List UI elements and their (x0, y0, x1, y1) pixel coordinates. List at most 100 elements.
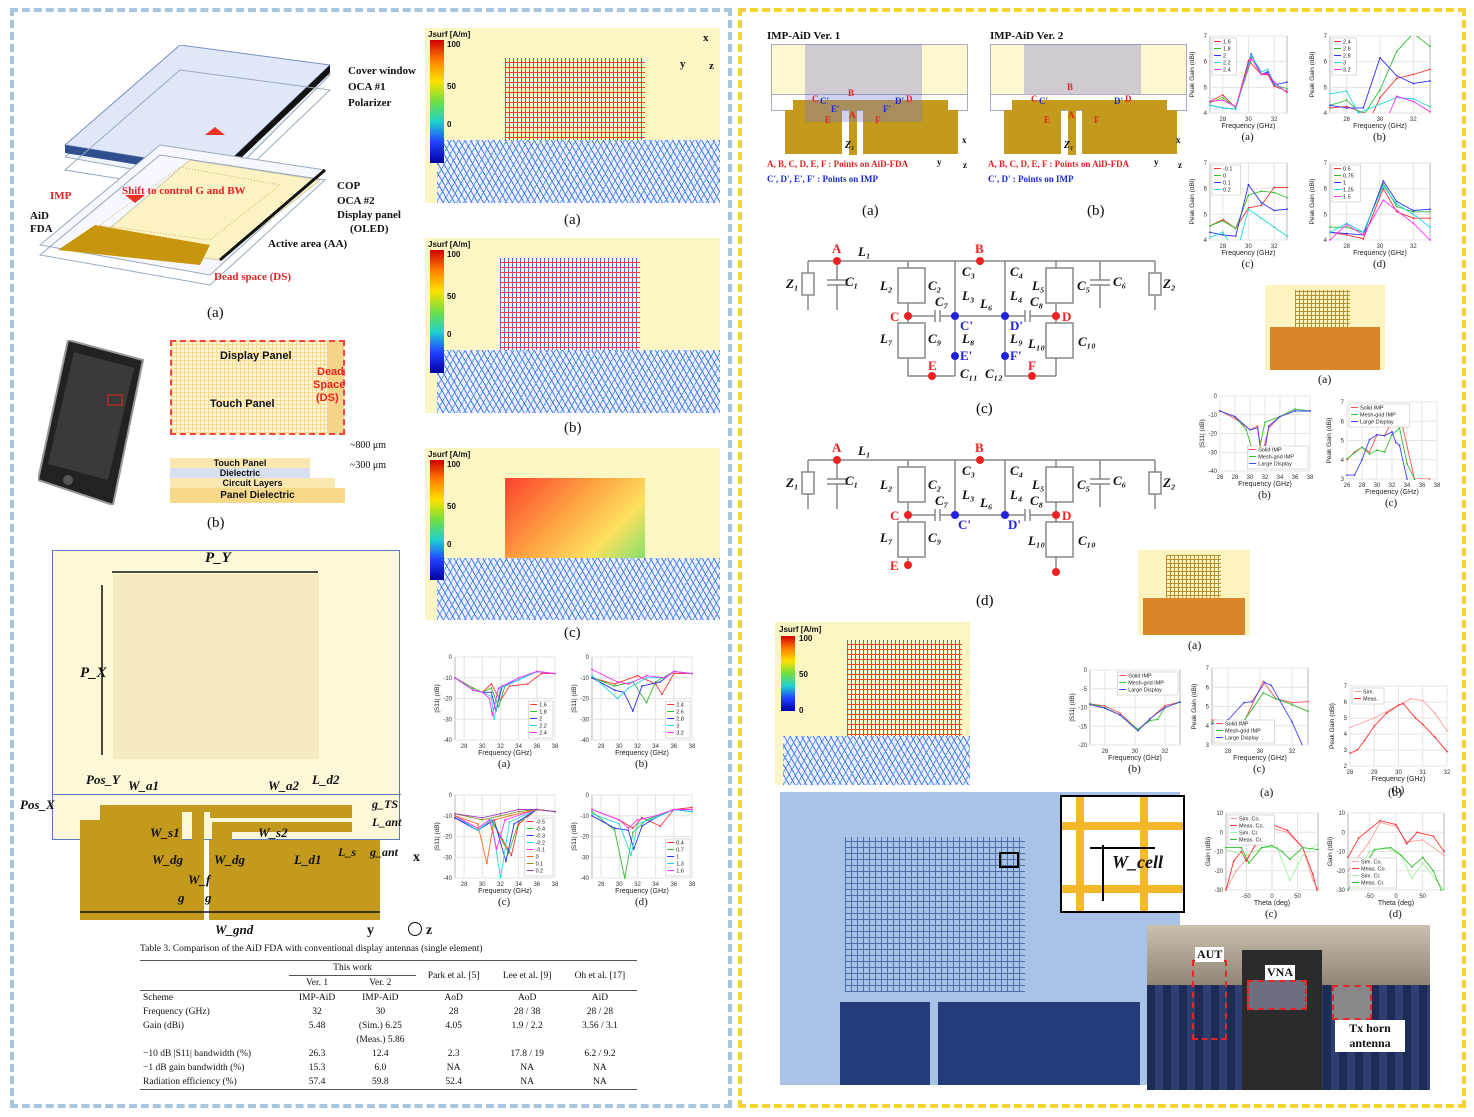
point-d-prime: D' (895, 96, 904, 106)
data-point (1219, 410, 1221, 412)
data-point (591, 812, 593, 815)
data-point (1266, 68, 1269, 71)
table-cell: Gain (dBi) (143, 1021, 184, 1031)
data-point (1262, 692, 1265, 694)
data-point (1376, 449, 1378, 452)
data-point (1294, 410, 1296, 412)
x-tick-label: 30 (479, 882, 486, 888)
point-e: E (1044, 115, 1051, 125)
y-axis-label: |S11| (dB) (434, 822, 441, 851)
x-tick-label: 30 (1395, 770, 1402, 776)
caption: (b) (564, 420, 582, 436)
data-point (672, 672, 675, 675)
table-cell: AiD (591, 993, 609, 1003)
node-f-prime: F' (1010, 348, 1022, 363)
data-point (661, 693, 663, 696)
data-point (1164, 706, 1166, 709)
legend-entry: 0 (1223, 174, 1226, 180)
caption: (a) (207, 305, 224, 321)
y-tick-label: 5 (1204, 85, 1208, 91)
data-point (1247, 207, 1250, 209)
data-point (1362, 233, 1365, 236)
data-point (1247, 183, 1250, 186)
data-point (1250, 54, 1252, 57)
th-ver1: Ver. 1 (305, 978, 329, 988)
data-point (591, 668, 593, 671)
data-point (613, 827, 616, 830)
y-tick-label: 0 (1214, 394, 1218, 400)
data-point (1249, 428, 1251, 431)
data-point (1432, 835, 1435, 837)
data-point (1395, 77, 1398, 80)
legend-entry: -0.2 (536, 841, 545, 847)
data-point (1395, 823, 1397, 826)
label-wgnd: W_gnd (215, 922, 254, 937)
layer-panel-dielectric: Panel Dielectric (170, 488, 345, 503)
current-distribution-b: Jsurf [A/m] 100 50 0 (425, 238, 720, 413)
data-point (1383, 451, 1386, 453)
data-point (1273, 85, 1276, 87)
label-dead-space: Dead space (DS) (214, 271, 291, 283)
node-e: E (890, 558, 899, 573)
data-point (1347, 869, 1349, 872)
x-axis-label: Frequency (GHz) (1222, 123, 1276, 130)
x-tick-label: 32 (1271, 117, 1278, 123)
y-axis-label: Peak Gain (dBi) (1189, 179, 1196, 225)
data-point (1412, 82, 1415, 85)
data-point (490, 691, 493, 694)
data-point (613, 683, 616, 685)
data-point (1149, 717, 1151, 720)
colorbar-max: 100 (799, 634, 813, 643)
caption: (b) (1128, 763, 1141, 775)
table-cell: 32 (312, 1007, 322, 1017)
data-point (1385, 712, 1388, 715)
data-point (1273, 191, 1276, 194)
y-tick-label: 7 (1344, 684, 1348, 690)
table-title: Table 3. Comparison of the AiD FDA with … (140, 944, 483, 954)
label-c7: C₇ (935, 294, 949, 309)
data-point (1357, 837, 1360, 839)
colorbar-min: 0 (447, 120, 452, 129)
data-point (1317, 848, 1319, 851)
data-point (1209, 236, 1211, 239)
axis-x: x (703, 32, 709, 44)
data-point (554, 672, 556, 675)
axis-z: z (1178, 160, 1182, 170)
x-tick-label: 0 (1394, 894, 1398, 900)
table-cell: (Sim.) 6.25 (358, 1021, 402, 1031)
data-point (1347, 889, 1349, 891)
node-d: D (1062, 309, 1071, 324)
data-point (1416, 831, 1419, 834)
port-z1: Z₁ (1064, 140, 1074, 151)
smartphone-image (36, 338, 148, 507)
data-point (1346, 474, 1348, 477)
node-c-prime: C' (960, 318, 973, 333)
legend-entry: 2.6 (1343, 47, 1351, 53)
x-axis-label: Frequency (GHz) (1238, 481, 1292, 488)
x-tick-label: 28 (1225, 749, 1232, 755)
layout-ver1: IMP-AiD Ver. 1 B A C C' D' D E' F' E F Z… (765, 30, 968, 215)
y-axis-label: Gain (dBi) (1205, 837, 1212, 866)
point-c: C (812, 94, 819, 104)
data-point (1397, 704, 1400, 707)
data-point (1412, 222, 1415, 225)
data-point (1443, 889, 1445, 891)
caption: (c) (1385, 497, 1398, 509)
data-point (632, 848, 635, 850)
data-point (1234, 105, 1237, 108)
x-tick-label: 30 (1257, 749, 1264, 755)
y-tick-label: 7 (1204, 161, 1208, 167)
label-tx-horn: Tx horn antenna (1335, 1020, 1405, 1052)
legend-entry: 2 (539, 717, 542, 723)
data-point (1286, 186, 1288, 189)
data-point (1273, 226, 1276, 229)
legend-entry: 2.8 (1343, 54, 1351, 60)
table-cell: Radiation efficiency (%) (143, 1077, 237, 1087)
data-point (691, 672, 693, 675)
y-tick-label: 10 (1216, 811, 1223, 817)
x-tick-label: 26 (1344, 483, 1351, 489)
caption: (a) (564, 212, 581, 228)
data-point (1412, 210, 1415, 213)
data-point (1240, 850, 1243, 853)
